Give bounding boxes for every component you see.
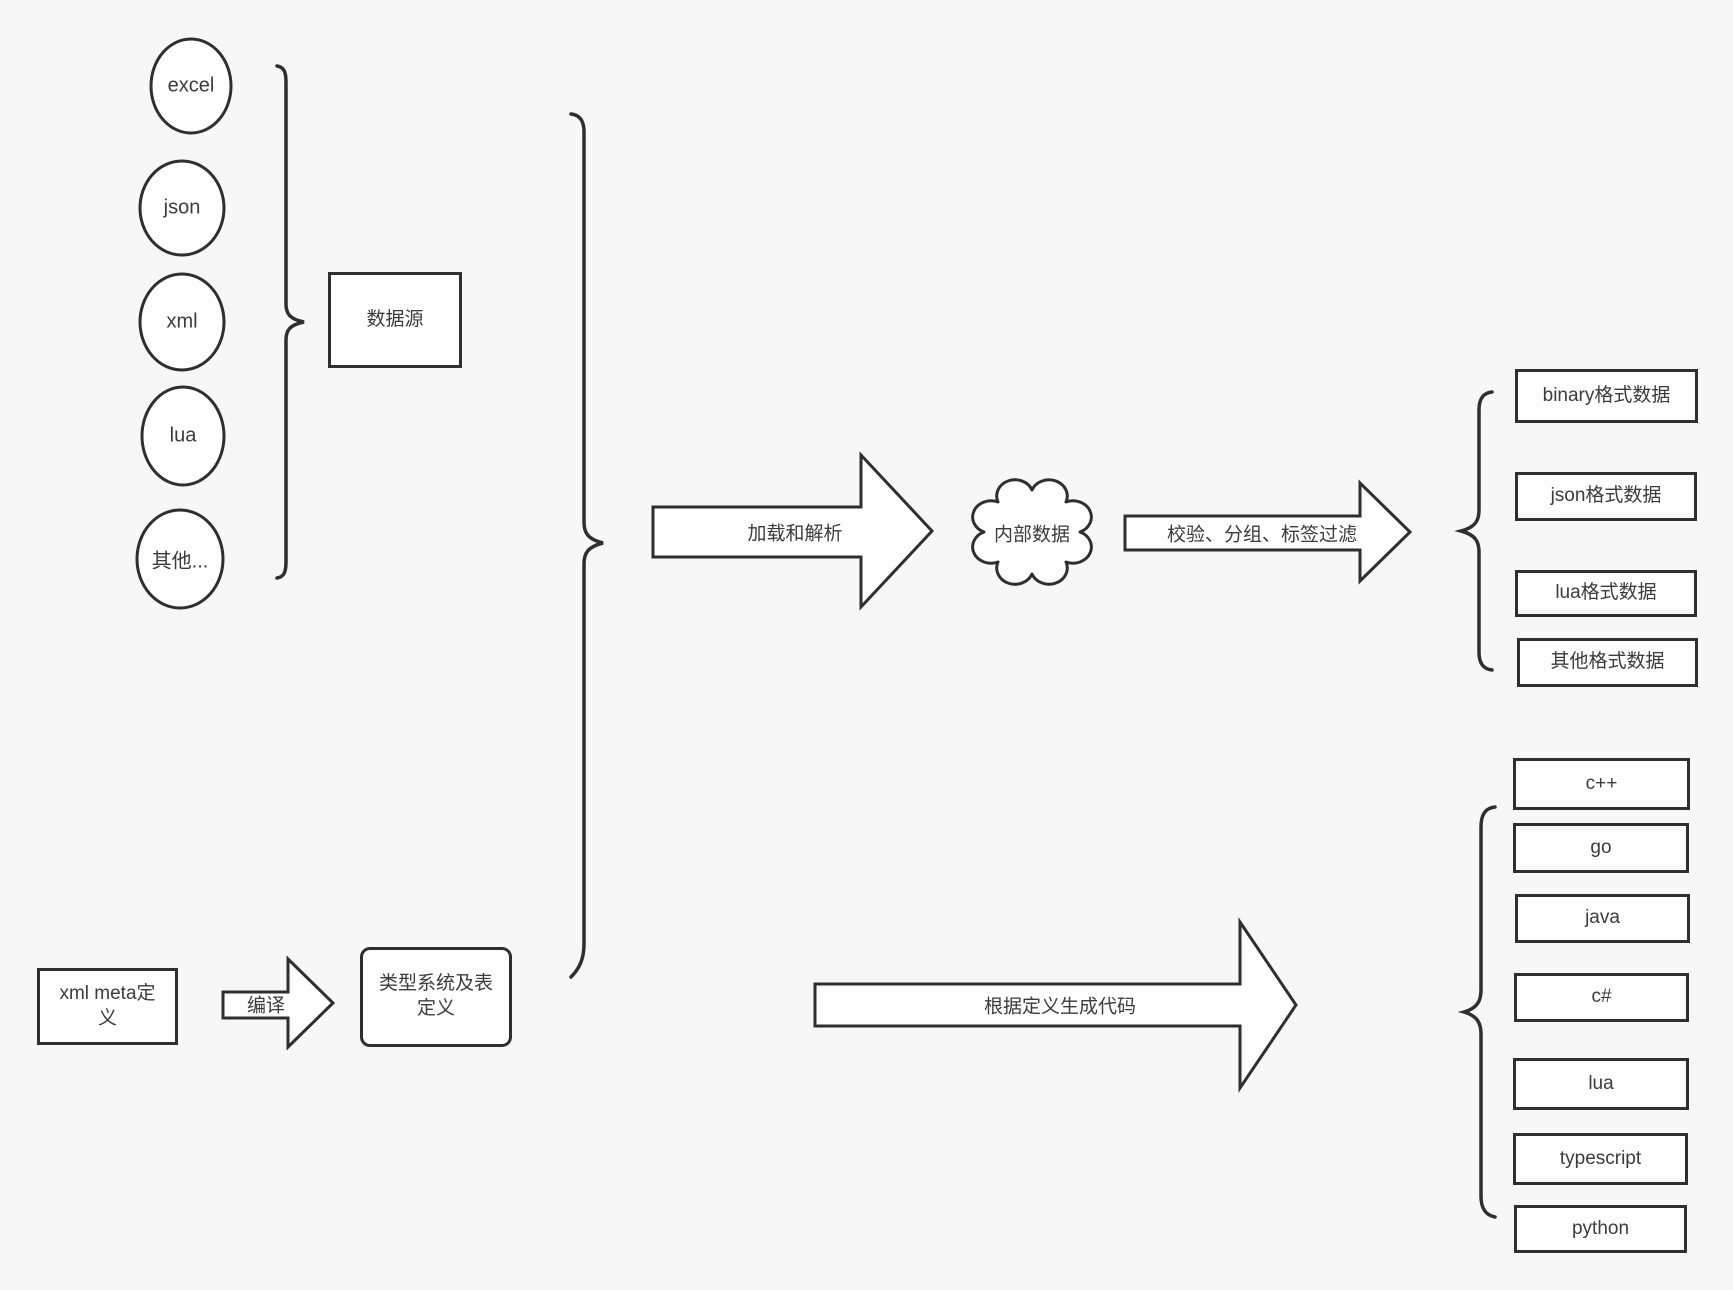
data-source-box: 数据源 [328,272,462,368]
brace-format-outputs [1454,390,1494,672]
format-box-other: 其他格式数据 [1517,638,1698,687]
filter-arrow [1123,479,1413,585]
language-label-go: go [1590,836,1612,858]
source-label-other: 其他... [151,550,209,573]
format-box-json: json格式数据 [1515,472,1697,521]
brace-sources [275,64,305,580]
type-system-box: 类型系统及表定义 [360,947,512,1047]
language-box-python: python [1514,1205,1687,1253]
filter-arrow-label: 校验、分组、标签过滤 [1166,524,1358,546]
format-label-json: json格式数据 [1550,485,1662,507]
internal-data-cloud [971,478,1093,586]
source-label-excel: excel [167,74,215,97]
language-label-csharp: c# [1591,986,1612,1008]
language-label-java: java [1585,907,1620,929]
format-label-lua: lua格式数据 [1555,582,1657,604]
language-box-java: java [1515,894,1690,943]
source-ellipse-json [138,159,226,257]
source-ellipse-lua [140,385,226,487]
source-label-lua: lua [169,424,197,447]
internal-data-label: 内部数据 [993,524,1071,546]
language-box-cpp: c++ [1513,758,1690,810]
language-label-lua: lua [1588,1072,1614,1094]
codegen-arrow [813,917,1298,1093]
type-system-label: 类型系统及表定义 [378,973,493,1019]
compile-arrow-label: 编译 [246,995,286,1017]
load-parse-arrow [651,451,935,611]
language-box-lua: lua [1513,1058,1689,1110]
format-box-binary: binary格式数据 [1515,369,1698,423]
codegen-arrow-label: 根据定义生成代码 [983,996,1137,1018]
language-box-csharp: c# [1514,973,1689,1022]
language-label-cpp: c++ [1585,772,1618,794]
format-box-lua: lua格式数据 [1515,570,1697,617]
brace-left-section [569,112,604,979]
xml-meta-label: xml meta定义 [59,982,156,1029]
language-label-python: python [1571,1217,1630,1239]
language-box-typescript: typescript [1513,1133,1688,1185]
brace-languages [1457,805,1497,1219]
source-ellipse-xml [138,272,226,372]
compile-arrow [221,955,336,1051]
format-label-other: 其他格式数据 [1550,651,1665,673]
source-ellipse-other [135,508,225,610]
source-label-json: json [163,196,201,219]
xml-meta-box: xml meta定义 [37,968,178,1045]
source-label-xml: xml [166,310,198,333]
language-box-go: go [1513,823,1689,873]
format-label-binary: binary格式数据 [1542,384,1671,406]
source-ellipse-excel [149,37,233,135]
language-label-typescript: typescript [1559,1147,1642,1169]
data-source-label: 数据源 [366,308,424,330]
load-parse-arrow-label: 加载和解析 [747,523,843,545]
